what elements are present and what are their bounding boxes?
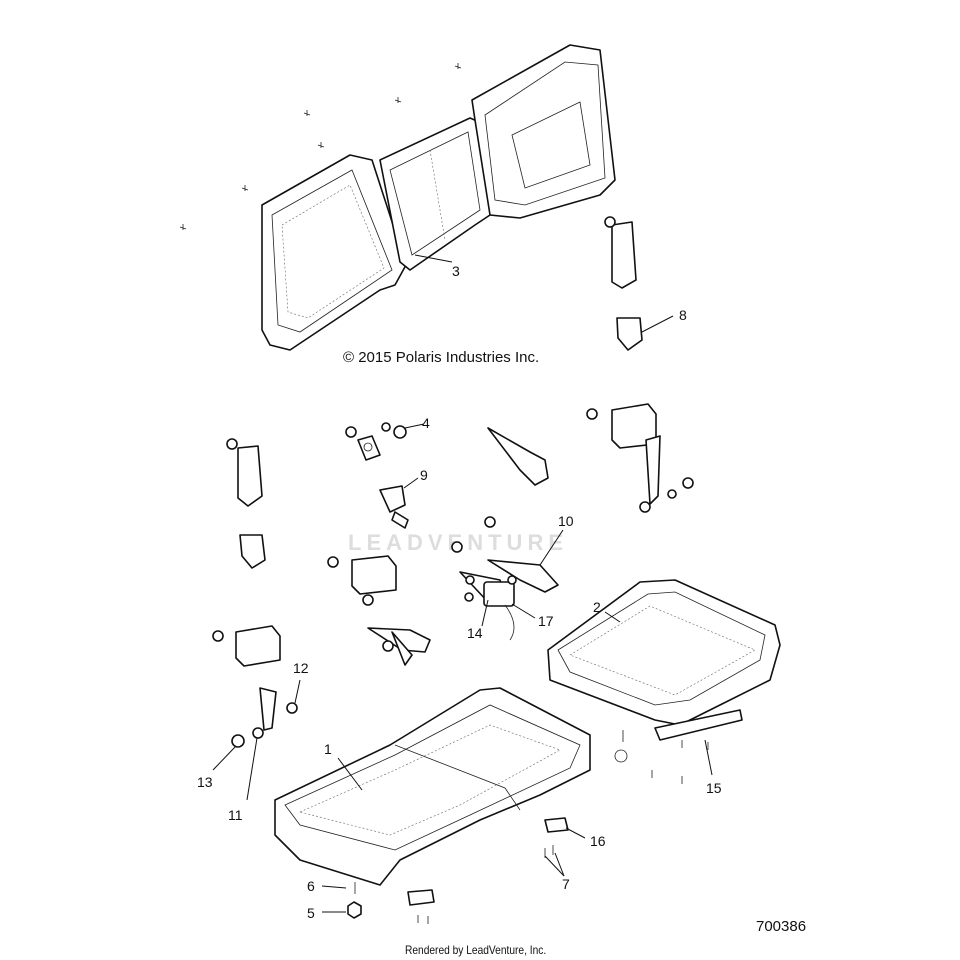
callout-15: 15 (706, 780, 722, 796)
copyright-text: © 2015 Polaris Industries Inc. (343, 349, 540, 366)
callout-13: 13 (197, 774, 213, 790)
seat-bracket-left[interactable] (347, 817, 569, 924)
callout-7: 7 (562, 876, 570, 892)
seat-belt-buckle-center[interactable] (379, 485, 409, 529)
seat-bracket-right[interactable] (614, 709, 743, 784)
retractor-box-right[interactable] (586, 403, 694, 513)
retractor-box-center[interactable] (327, 555, 397, 606)
retractor-box-left[interactable] (212, 625, 281, 667)
seat-back-assembly[interactable] (179, 44, 616, 351)
callout-2: 2 (593, 599, 601, 615)
callout-3: 3 (452, 263, 460, 279)
belt-anchor-bracket[interactable] (231, 687, 298, 748)
callout-17: 17 (538, 613, 554, 629)
anchor-bracket-group[interactable] (345, 422, 407, 461)
callout-9: 9 (420, 467, 428, 483)
seat-bottom-left[interactable] (274, 687, 591, 886)
callout-6: 6 (307, 878, 315, 894)
seat-bottom-right[interactable] (547, 579, 781, 726)
footer-credit: Rendered by LeadVenture, Inc. (405, 943, 547, 957)
callout-10: 10 (558, 513, 574, 529)
seat-belt-retractor-upper[interactable] (604, 216, 643, 351)
seat-belt-retractor-left[interactable] (226, 438, 266, 569)
callout-14: 14 (467, 625, 483, 641)
callout-16: 16 (590, 833, 606, 849)
callout-5: 5 (307, 905, 315, 921)
callout-8: 8 (679, 307, 687, 323)
seat-belt-tongue-upper[interactable] (487, 427, 549, 486)
seat-belt-tongue-lower[interactable] (367, 627, 431, 666)
callout-4: 4 (422, 415, 430, 431)
callout-12: 12 (293, 660, 309, 676)
callout-11: 11 (228, 807, 243, 823)
callout-1: 1 (324, 741, 332, 757)
diagram-id: 700386 (756, 918, 807, 935)
seat-belt-buckle-assembly[interactable] (451, 516, 559, 641)
